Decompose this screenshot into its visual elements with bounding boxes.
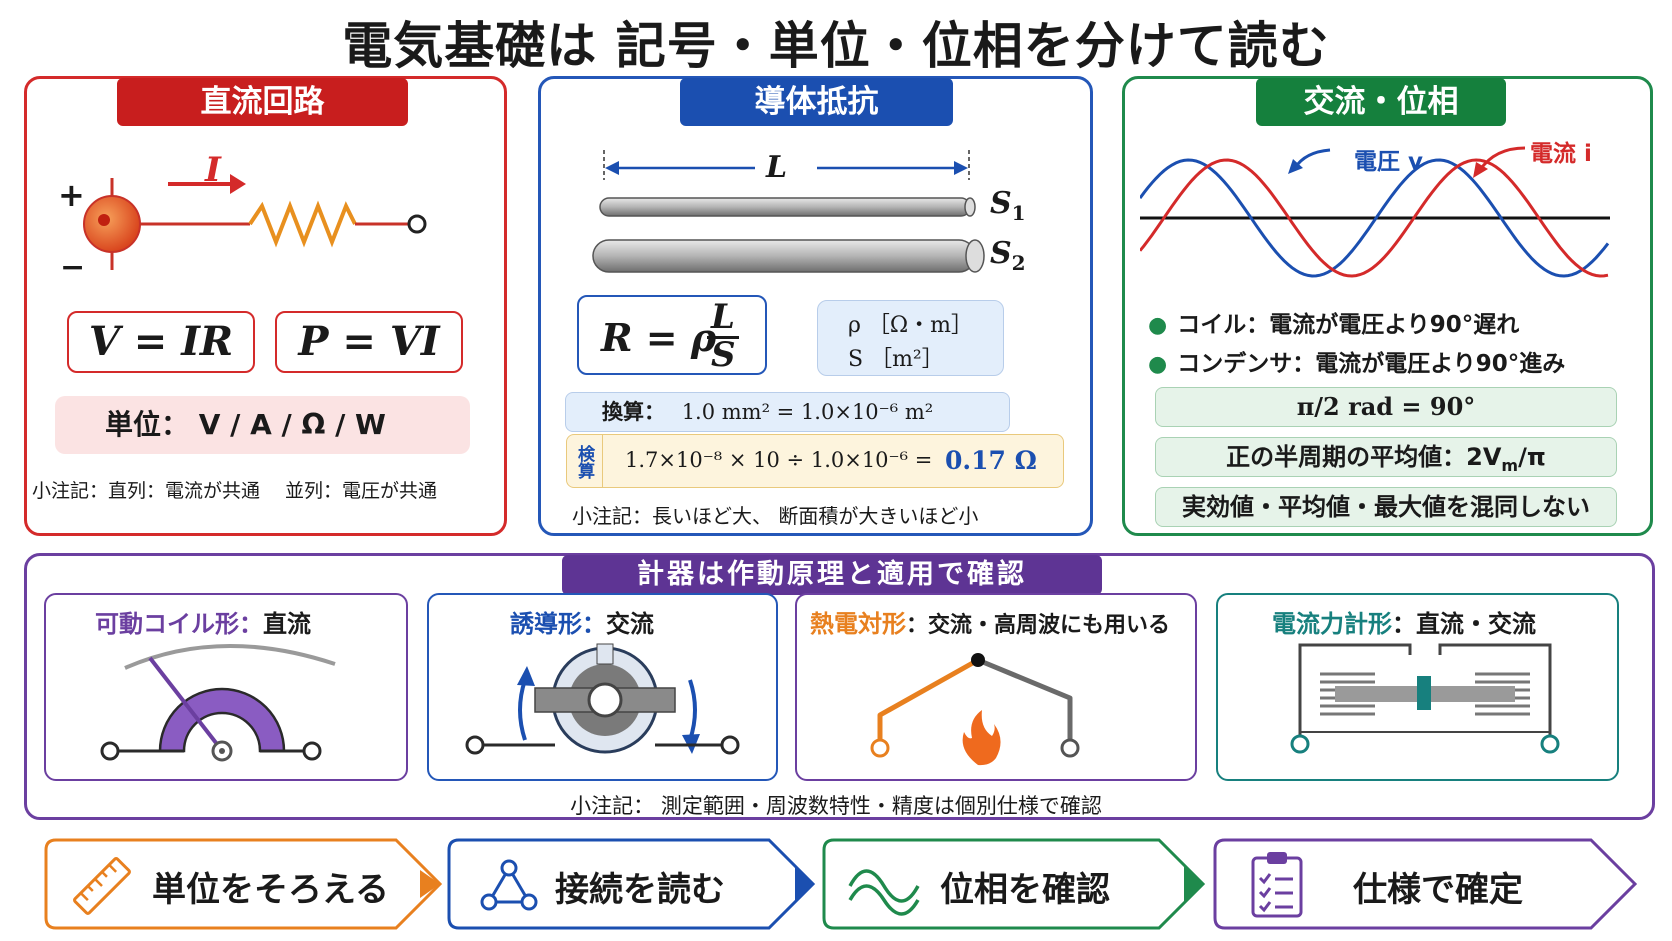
current-symbol: I (205, 150, 221, 190)
dc-units-box: 単位： V / A / Ω / W (55, 396, 470, 454)
step-spec-label: 仕様で確定 (1353, 870, 1523, 910)
dc-circuit-panel (24, 76, 507, 536)
step-connection-label: 接続を読む (555, 870, 725, 910)
dc-circuit-diagram (83, 174, 427, 270)
step-units: 単位をそろえる (44, 838, 444, 930)
ruler-icon (73, 857, 131, 915)
thermocouple-meter-icon (870, 653, 1080, 766)
resistance-formula: R = ρ L S (577, 295, 767, 375)
value-caution-box: 実効値・平均値・最大値を混同しない (1155, 487, 1617, 527)
meters-panel-tab: 計器は作動原理と適用で確認 (562, 555, 1102, 595)
induction-meter-icon (465, 643, 740, 755)
capacitor-bullet: ●コンデンサ：電流が電圧より90°進み (1148, 351, 1566, 377)
area-label-s1: S1 (990, 186, 1026, 225)
moving-coil-meter-card (44, 593, 408, 781)
arrow-left-icon (605, 161, 619, 175)
conductor-diagram (592, 150, 985, 273)
radian-conversion-box: π/2 rad = 90° (1155, 387, 1617, 427)
resistance-panel-tab: 導体抵抗 (680, 78, 953, 126)
area-label-s2: S2 (990, 236, 1026, 275)
voltage-label: 電圧 v (1354, 149, 1423, 175)
ac-waveform (1140, 146, 1610, 278)
meters-note: 小注記： 測定範囲・周波数特性・精度は個別仕様で確認 (570, 794, 1102, 818)
terminal-icon (407, 214, 427, 234)
arrow-right-icon (230, 174, 246, 194)
minus-sign: − (60, 250, 86, 285)
power-formula: P = VI (275, 311, 463, 373)
unit-conversion-box: 換算： 1.0 mm² = 1.0×10⁻⁶ m² (565, 392, 1010, 432)
moving-coil-title: 可動コイル形：直流 (95, 610, 311, 638)
page-title: 電気基礎は 記号・単位・位相を分けて読む (342, 17, 1330, 75)
dc-note: 小注記：直列：電流が共通 並列：電圧が共通 (32, 480, 438, 502)
current-waveform (1140, 158, 1609, 278)
induction-meter-card (427, 593, 778, 781)
resistance-units-box: ρ ［Ω・m］ S ［m²］ (817, 300, 1004, 376)
dc-panel-tab: 直流回路 (117, 78, 408, 126)
verification-box: 検算 1.7×10⁻⁸ × 10 ÷ 1.0×10⁻⁶ = 0.17 Ω (566, 434, 1064, 488)
network-icon (480, 859, 538, 911)
flame-icon (962, 710, 1001, 766)
inductor-bullet: ●コイル：電流が電圧より90°遅れ (1148, 312, 1520, 338)
voltage-source-icon (83, 195, 141, 253)
wave-icon (848, 869, 920, 916)
plus-sign: + (58, 176, 85, 214)
step-phase: 位相を確認 (822, 838, 1207, 930)
clipboard-icon (1251, 852, 1303, 918)
thermocouple-title: 熱電対形：交流・高周波にも用いる (810, 610, 1171, 638)
average-value-box: 正の半周期の平均値：2Vm/π (1155, 437, 1617, 477)
moving-coil-meter-icon (100, 643, 336, 762)
step-units-label: 単位をそろえる (152, 870, 389, 910)
resistor-icon (248, 200, 357, 248)
thermocouple-meter-card (795, 593, 1197, 781)
current-label: 電流 i (1530, 141, 1592, 167)
thin-conductor-icon (599, 197, 971, 217)
ac-panel-tab: 交流・位相 (1256, 78, 1506, 126)
step-phase-label: 位相を確認 (940, 870, 1110, 910)
length-label: L (766, 150, 788, 185)
step-connection: 接続を読む (447, 838, 817, 930)
resistance-note: 小注記：長いほど大、 断面積が大きいほど小 (572, 504, 979, 528)
ohms-law-formula: V = IR (67, 311, 255, 373)
induction-title: 誘導形：交流 (510, 610, 654, 638)
voltage-waveform (1140, 158, 1610, 278)
step-spec: 仕様で確定 (1213, 838, 1639, 930)
thick-conductor-icon (592, 239, 976, 273)
electrodynamic-meter-icon (1290, 643, 1560, 754)
electrodynamic-title: 電流力計形：直流・交流 (1272, 610, 1536, 638)
electrodynamic-meter-card (1216, 593, 1619, 781)
arrow-right-icon (954, 161, 968, 175)
